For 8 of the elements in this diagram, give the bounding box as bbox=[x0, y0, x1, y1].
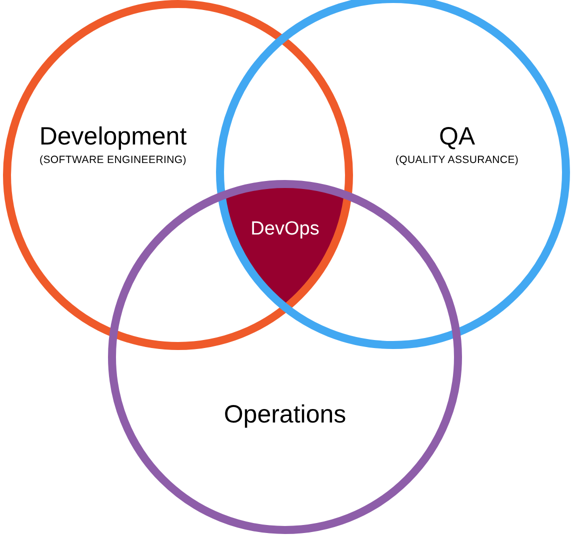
venn-circle bbox=[3, 0, 353, 350]
circle-title: QA bbox=[438, 124, 476, 150]
circle-title: Development bbox=[39, 124, 187, 150]
region-label: DevOps bbox=[250, 220, 320, 238]
venn-circle bbox=[108, 180, 462, 534]
circle-title: Operations bbox=[224, 402, 346, 428]
circle-subtitle: (QUALITY ASSURANCE) bbox=[395, 154, 519, 166]
circle-subtitle: (SOFTWARE ENGINEERING) bbox=[40, 154, 186, 166]
